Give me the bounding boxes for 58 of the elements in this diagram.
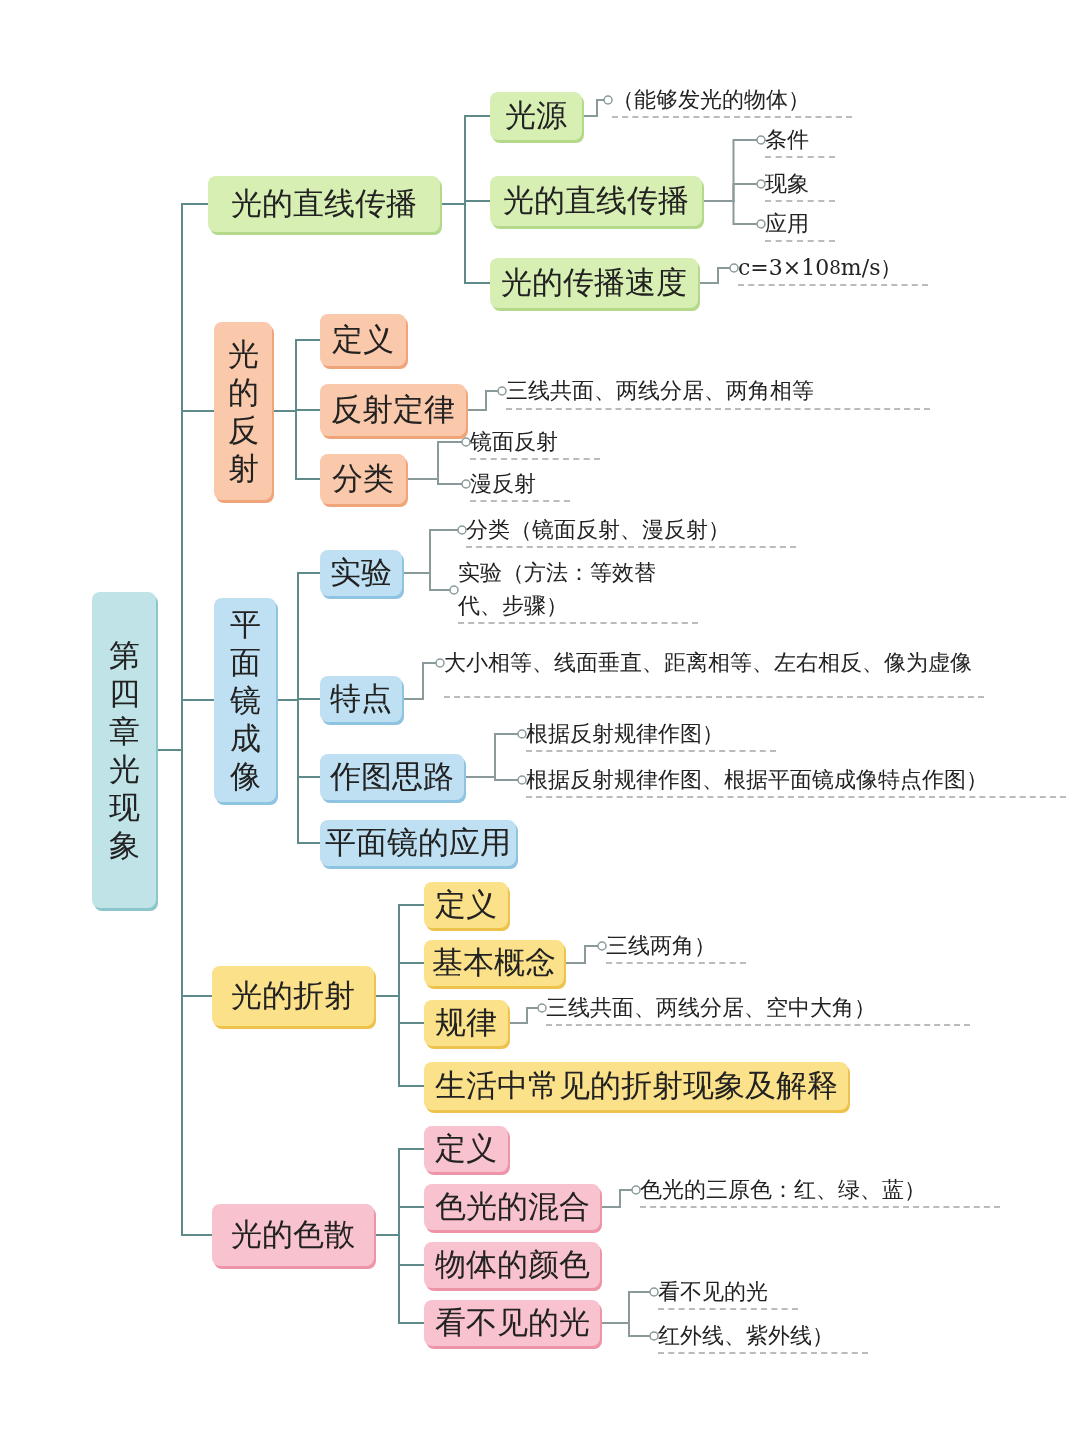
note-text: 三线共面、两线分居、两角相等 xyxy=(506,372,930,410)
note-text: 实验（方法：等效替代、步骤） xyxy=(458,556,698,624)
connector-line xyxy=(701,200,766,229)
topic-box: 定义 xyxy=(424,882,508,928)
connector-line xyxy=(599,1185,641,1208)
topic-box: 基本概念 xyxy=(424,940,564,986)
connector-line xyxy=(401,572,459,595)
note-text: 条件 xyxy=(765,122,835,158)
connector-line xyxy=(507,1003,547,1024)
note-text: 三线共面、两线分居、空中大角） xyxy=(546,990,970,1026)
topic-box: 生活中常见的折射现象及解释 xyxy=(424,1062,848,1110)
topic-box: 分类 xyxy=(320,454,406,504)
note-text: 三线两角） xyxy=(606,928,746,964)
connector-line xyxy=(373,995,425,1087)
connector-line xyxy=(599,1322,659,1341)
note-text: 红外线、紫外线） xyxy=(658,1318,868,1354)
note-text: （能够发光的物体） xyxy=(612,82,852,118)
topic-box: 色光的混合 xyxy=(424,1184,600,1230)
note-text: 色光的三原色：红、绿、蓝） xyxy=(640,1172,1000,1208)
topic-box: 特点 xyxy=(320,676,402,722)
topic-box: 光的色散 xyxy=(212,1204,374,1266)
topic-box: 光的直线传播 xyxy=(208,176,440,232)
note-text: 镜面反射 xyxy=(470,424,600,460)
note-text: 根据反射规律作图、根据平面镜成像特点作图） xyxy=(526,762,1066,798)
connector-line xyxy=(465,386,507,411)
connector-line xyxy=(581,95,613,117)
topic-box: 定义 xyxy=(424,1126,508,1172)
connector-line xyxy=(405,478,471,489)
connector-line xyxy=(463,775,527,785)
topic-box: 平面镜的应用 xyxy=(320,820,516,866)
topic-box: 反射定律 xyxy=(320,384,466,436)
note-text: 看不见的光 xyxy=(658,1274,798,1310)
topic-box: 平面镜成像 xyxy=(214,598,276,802)
note-text: 分类（镜面反射、漫反射） xyxy=(466,512,796,548)
connector-line xyxy=(401,658,445,700)
connector-line xyxy=(439,203,491,284)
connector-line xyxy=(697,263,739,284)
note-text: 应用 xyxy=(765,206,835,242)
topic-box: 光的折射 xyxy=(212,966,374,1026)
topic-box: 作图思路 xyxy=(320,754,464,800)
topic-box: 看不见的光 xyxy=(424,1300,600,1346)
note-text: 根据反射规律作图） xyxy=(526,716,776,752)
connector-line xyxy=(271,410,321,480)
topic-box: 定义 xyxy=(320,314,406,366)
note-text: 漫反射 xyxy=(470,466,570,502)
topic-box: 光的反射 xyxy=(214,322,272,500)
connector-line xyxy=(563,941,607,964)
note-text: 大小相等、线面垂直、距离相等、左右相反、像为虚像 xyxy=(444,628,984,698)
connector-line xyxy=(275,699,321,844)
note-text: 现象 xyxy=(765,166,835,202)
topic-box: 光的直线传播 xyxy=(490,176,702,226)
topic-box: 物体的颜色 xyxy=(424,1242,600,1288)
topic-box: 光源 xyxy=(490,92,582,140)
connector-line xyxy=(373,1234,425,1324)
topic-box: 规律 xyxy=(424,1000,508,1046)
topic-box: 光的传播速度 xyxy=(490,258,698,308)
chapter-box: 第四章光现象 xyxy=(92,592,156,908)
topic-box: 实验 xyxy=(320,550,402,596)
